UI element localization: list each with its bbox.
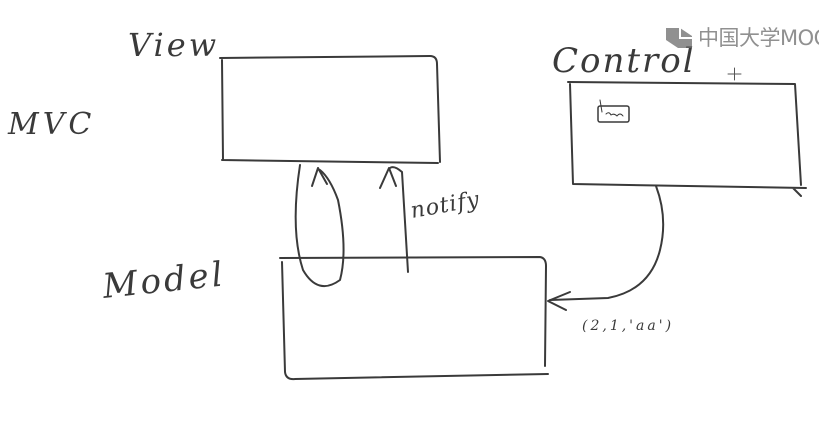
small-widget-scribble — [599, 99, 624, 117]
view-label: View — [128, 26, 219, 64]
view-box — [219, 55, 441, 164]
control-box — [567, 81, 807, 197]
notify-label: notify — [409, 187, 482, 224]
notify-arrowhead — [379, 167, 397, 189]
watermark: 中国大学MOOC — [664, 24, 819, 50]
small-widget-sketch — [597, 105, 630, 123]
mooc-logo-icon — [666, 28, 692, 48]
call-args-label: (2,1,'aa') — [582, 318, 674, 334]
cursor-crosshair-icon — [727, 67, 742, 81]
control-to-model-arrow — [549, 185, 665, 301]
control-to-model-arrowhead — [547, 291, 571, 311]
watermark-text: 中国大学MOOC — [698, 26, 819, 50]
model-box — [279, 256, 549, 381]
update-loop-arrow — [294, 164, 345, 288]
control-label: Control — [552, 41, 696, 81]
update-loop-arrowhead — [311, 167, 328, 187]
notify-arrow — [389, 166, 409, 273]
mvc-label: MVC — [7, 107, 95, 142]
model-label: Model — [100, 254, 228, 307]
